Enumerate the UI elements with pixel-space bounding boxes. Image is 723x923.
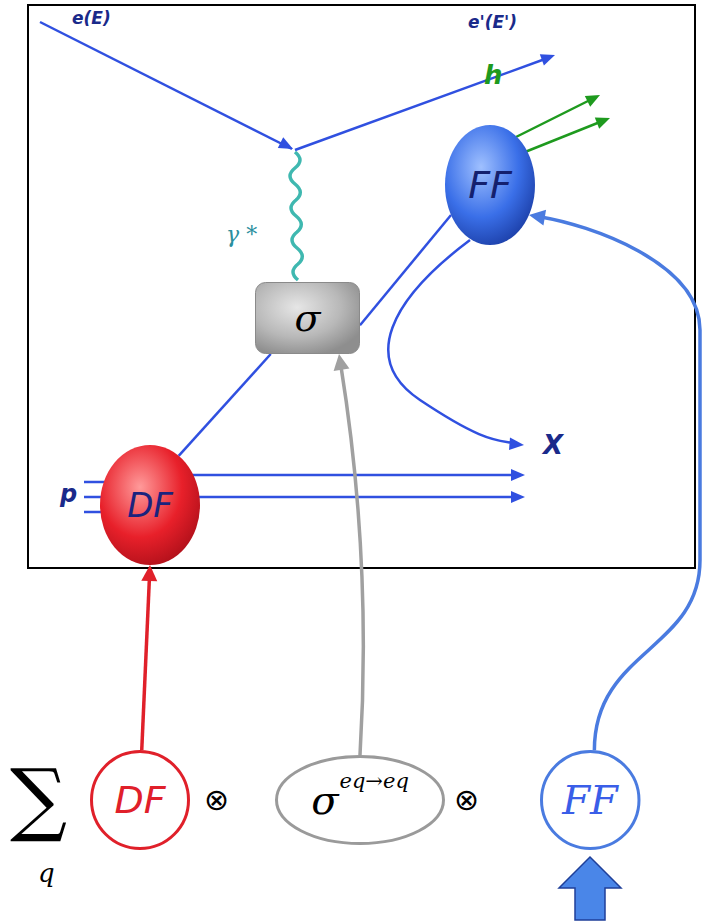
arrow-head [334,354,350,371]
oval-outline [541,752,638,849]
connector-line [541,217,700,750]
electron-line [40,22,292,149]
node-label: DF [114,778,165,822]
arrow-head [278,137,293,149]
frame [28,5,695,568]
connector-line [179,354,271,456]
node-label: FF [562,777,618,823]
oval-outline [92,752,189,849]
distribution-oval: FF [540,750,640,850]
oval-outline [445,125,535,245]
remnant-line [180,496,514,499]
node-shape [275,755,445,845]
arrow-head [511,469,525,481]
connector-line [142,577,150,750]
arrow-head [585,95,600,107]
diagram-label: ⊗ [454,782,479,817]
diagram-label: ∑ [10,752,67,845]
box-outline [256,283,360,354]
hadron-line [525,122,600,152]
oval-outline [100,445,200,565]
hadron-line [510,100,590,140]
diagram-label: e'(E') [468,12,517,32]
diagram-label: q [38,858,55,888]
connector-line [341,366,363,755]
diagram-label: h [484,60,503,90]
diagram-label: ⊗ [204,782,229,817]
arrow-head [509,438,524,451]
diagram-label: e(E) [72,8,111,28]
connector [141,565,157,750]
arrow-head [141,565,157,581]
node-label: DF [127,485,173,525]
distribution-oval: DF [90,750,190,850]
diagram-label: γ * [226,222,257,247]
connector [529,210,700,750]
distribution-oval: σeq→eq [275,755,445,845]
connector-line [360,215,451,325]
distribution-oval: FF [445,125,535,245]
diagram-label: X [543,430,563,460]
arrow-head [540,54,555,65]
connector [360,215,451,325]
node-label: σ [311,777,338,823]
superscript-label: eq→eq [339,769,408,793]
arrow-head [511,491,525,503]
connector [179,354,271,456]
distribution-oval: DF [100,445,200,565]
node-label: FF [468,163,512,207]
remnant-line [180,474,514,477]
arrow-head [595,118,610,129]
diagram-label: p [60,480,77,508]
block-arrow [559,857,621,920]
oval-outline [277,757,444,844]
remnant-curve [388,240,512,443]
photon-line [290,152,302,280]
arrow-head [529,210,546,226]
cross-section-box: σ [255,282,360,354]
connector [334,354,364,755]
node-label: σ [295,296,321,340]
